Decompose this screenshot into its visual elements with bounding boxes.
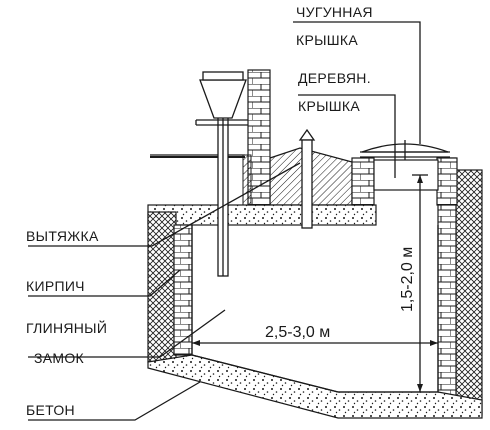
- clay-lock-label-2: ЗАМОК: [34, 350, 85, 366]
- width-dimension-label: 2,5-3,0 м: [265, 324, 330, 341]
- exhaust-label: ВЫТЯЖКА: [26, 228, 99, 244]
- depth-dimension-line: [412, 174, 428, 392]
- supply-vent-pipe: [298, 128, 316, 229]
- cast-iron-lid-label-1: ЧУГУННАЯ: [296, 4, 373, 20]
- leader-lines: [28, 21, 421, 421]
- right-clay-wall: [455, 169, 483, 416]
- ground-line: [150, 154, 245, 158]
- brick-label: КИРПИЧ: [26, 278, 85, 294]
- brick-column: [242, 69, 271, 206]
- width-dimension-line: [192, 340, 438, 346]
- clay-lock-label-1: ГЛИНЯНЫЙ: [26, 319, 107, 336]
- ceiling-slab: [147, 204, 377, 226]
- exhaust-pipe: [195, 71, 248, 277]
- concrete-label: БЕТОН: [26, 402, 75, 418]
- depth-dimension-label: 1,5-2,0 м: [399, 247, 416, 312]
- left-clay-wall: [147, 211, 177, 363]
- wooden-lid-label-2: КРЫШКА: [298, 98, 360, 114]
- cast-iron-lid-label-2: КРЫШКА: [296, 32, 358, 48]
- entrance-hatch: [351, 140, 458, 206]
- wooden-lid-label-1: ДЕРЕВЯН.: [298, 70, 371, 86]
